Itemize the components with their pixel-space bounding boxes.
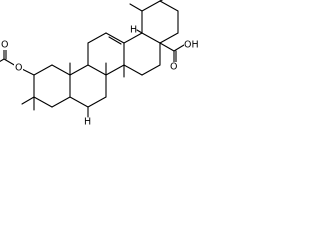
- ester-oxygen-label: O: [15, 63, 22, 74]
- ring-e: [141, 0, 179, 44]
- stereo-hydrogens: [87, 29, 143, 118]
- carboxylic-acid-group: [159, 42, 185, 64]
- atom-labels: O O O OH H H: [1, 25, 201, 128]
- hydrogen-label-c18: H: [130, 25, 137, 36]
- carbonyl-oxygen-label: O: [1, 40, 8, 51]
- double-bond-c12-c13: [108, 36, 122, 45]
- ring-d: [123, 32, 161, 76]
- ring-b: [69, 64, 107, 108]
- ring-c: [87, 32, 125, 76]
- ursolic-acid-acetate-structure: O O O OH H H: [0, 0, 201, 128]
- ring-a: [33, 64, 71, 108]
- acid-hydroxyl-label: OH: [184, 40, 199, 51]
- hydrogen-label-c5: H: [84, 117, 91, 128]
- methyl-groups: [21, 0, 164, 111]
- acid-carbonyl-oxygen-label: O: [170, 62, 177, 73]
